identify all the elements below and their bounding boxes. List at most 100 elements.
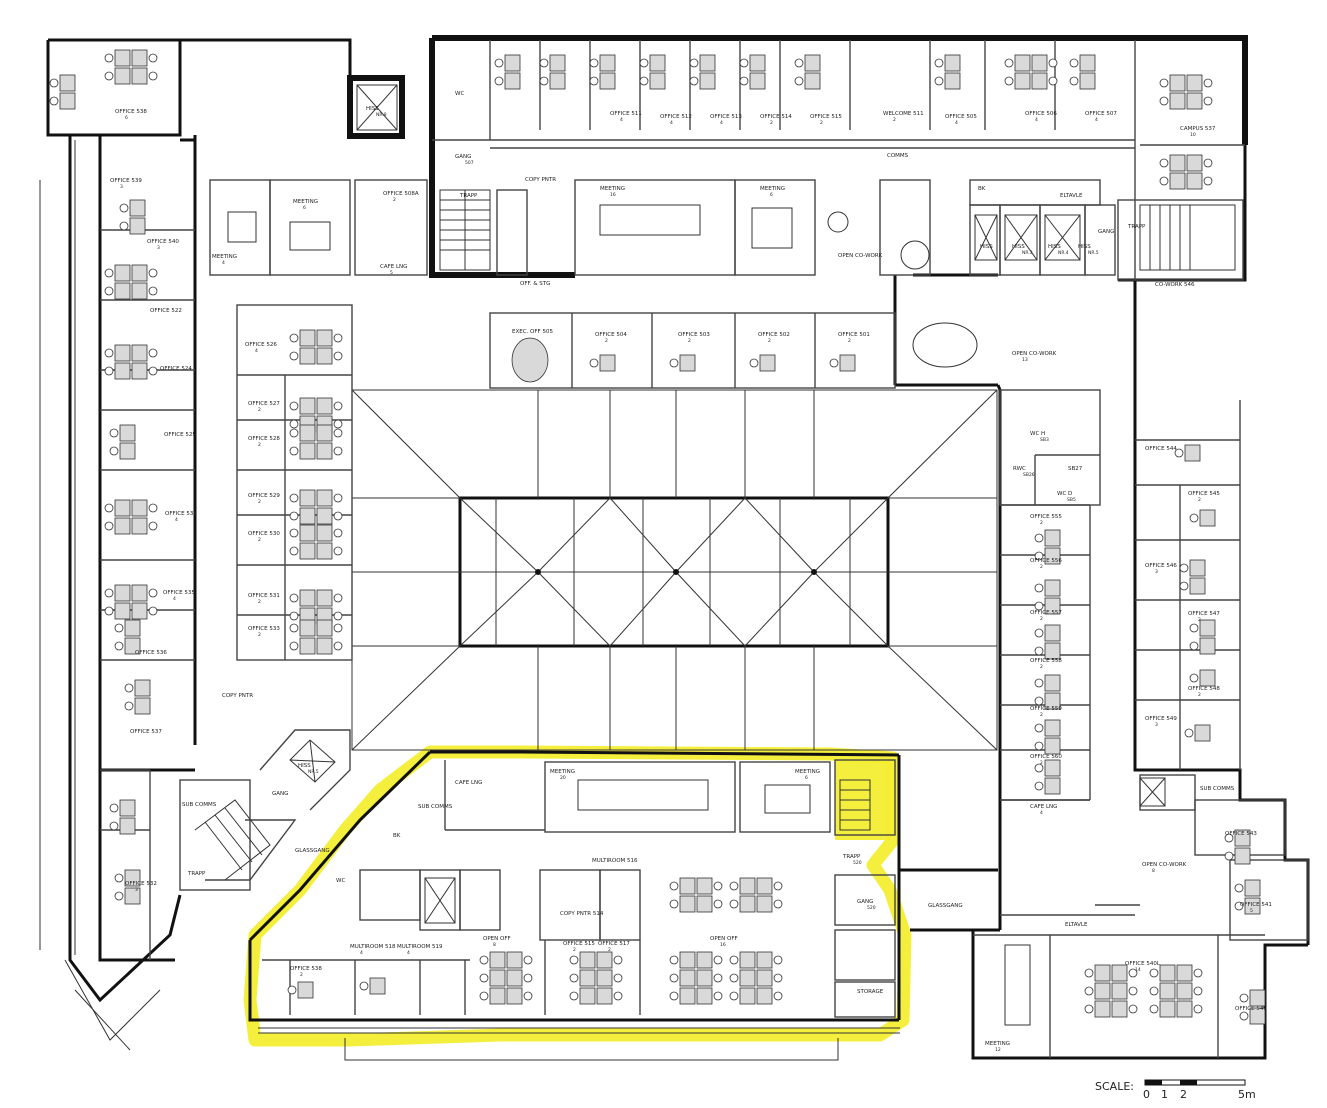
chair [1034, 601, 1044, 611]
desk [129, 217, 146, 235]
room-capacity-hiss2: NR.3 [1022, 250, 1033, 256]
chair [729, 991, 739, 1001]
desk-clusters [49, 49, 1266, 1025]
room-capacity-o540c: 14 [1135, 967, 1141, 973]
room-capacity-meet20: 20 [560, 775, 566, 781]
room-label-copy1: COPY PNTR [525, 177, 556, 183]
room-label-o529: OFFICE 529 [248, 493, 280, 499]
desk [549, 72, 566, 90]
chair [669, 881, 679, 891]
desk [119, 424, 136, 442]
room-capacity-o546: 3 [1155, 569, 1158, 575]
chair [669, 358, 679, 368]
room-label-o508: OFFICE 508A [383, 191, 419, 197]
desk [649, 54, 666, 72]
desk [839, 354, 856, 372]
desk [504, 72, 521, 90]
room-capacity-o545: 2 [1198, 497, 1201, 503]
room-label-gang2: GANG [1098, 229, 1114, 235]
chair [539, 58, 549, 68]
chair [1203, 96, 1213, 106]
room-label-bk2: BK [393, 833, 401, 839]
room-capacity-o501: 2 [848, 338, 851, 344]
chair [1034, 678, 1044, 688]
room-label-o545: OFFICE 545 [1188, 491, 1220, 497]
chair [104, 503, 114, 513]
chair [1159, 96, 1169, 106]
desk [549, 54, 566, 72]
desk [1044, 642, 1061, 660]
chair [539, 76, 549, 86]
desk [749, 72, 766, 90]
desk [131, 499, 148, 517]
desk [699, 72, 716, 90]
chair [1189, 623, 1199, 633]
room-label-o549: OFFICE 549 [1145, 716, 1177, 722]
chair [333, 493, 343, 503]
room-capacity-o503: 2 [688, 338, 691, 344]
chair [569, 955, 579, 965]
room-label-o537: OFFICE 537 [130, 729, 162, 735]
room-label-rwc: RWC [1013, 466, 1026, 472]
chair [1174, 448, 1184, 458]
desk [1031, 54, 1048, 72]
chair [124, 701, 134, 711]
room-label-exec: EXEC. OFF 505 [512, 329, 553, 335]
elevators [289, 84, 1166, 924]
chair [773, 955, 783, 965]
chair [333, 333, 343, 343]
desk [1199, 509, 1216, 527]
chair [739, 58, 749, 68]
room-label-glass2: GLASSGANG [928, 903, 963, 909]
desk [316, 637, 333, 655]
desk [1111, 964, 1128, 982]
chair [104, 348, 114, 358]
chair [289, 428, 299, 438]
room-label-openoff1: OPEN OFF [483, 936, 511, 942]
desk [679, 969, 696, 987]
room-label-gang4: GANG [857, 899, 873, 905]
chair [148, 503, 158, 513]
desk [114, 602, 131, 620]
room-capacity-campus: 10 [1190, 132, 1196, 138]
room-label-o541: OFFICE 541 [1240, 902, 1272, 908]
chair [1224, 833, 1234, 843]
chair [289, 623, 299, 633]
desk [1249, 1007, 1266, 1025]
room-capacity-cafe2: 4 [1040, 810, 1043, 816]
room-label-storage: STORAGE [857, 989, 884, 995]
chair [713, 899, 723, 909]
chair [1069, 58, 1079, 68]
chair [1034, 583, 1044, 593]
desk [699, 54, 716, 72]
chair [1234, 901, 1244, 911]
desk [1044, 737, 1061, 755]
room-label-opencw3: OPEN CO-WORK [1142, 862, 1187, 868]
room-label-o522: OFFICE 522 [150, 308, 182, 314]
desk [1079, 54, 1096, 72]
chair [109, 446, 119, 456]
desk [119, 799, 136, 817]
room-label-welcome: WELCOME 511 [883, 111, 924, 117]
desk [131, 264, 148, 282]
desk [1094, 1000, 1111, 1018]
chair [1034, 741, 1044, 751]
room-capacity-trapp4: 520 [853, 860, 862, 866]
room-label-wc1: WC [455, 91, 464, 97]
room-label-opencw2: OPEN CO-WORK [1012, 351, 1057, 357]
desk [804, 54, 821, 72]
room-capacity-o538b: 2 [300, 972, 303, 978]
desk [299, 542, 316, 560]
room-capacity-o535: 4 [173, 596, 176, 602]
chair [794, 58, 804, 68]
chair [669, 991, 679, 1001]
desk [489, 969, 506, 987]
chair [639, 76, 649, 86]
room-label-o540c: OFFICE 540L [1125, 961, 1161, 967]
room-label-o544: OFFICE 544 [1145, 446, 1177, 452]
desk [1044, 529, 1061, 547]
room-label-offstg: OFF. & STG [520, 281, 550, 287]
room-label-meet20: MEETING [550, 769, 575, 775]
desk [1169, 172, 1186, 190]
chair [1034, 723, 1044, 733]
